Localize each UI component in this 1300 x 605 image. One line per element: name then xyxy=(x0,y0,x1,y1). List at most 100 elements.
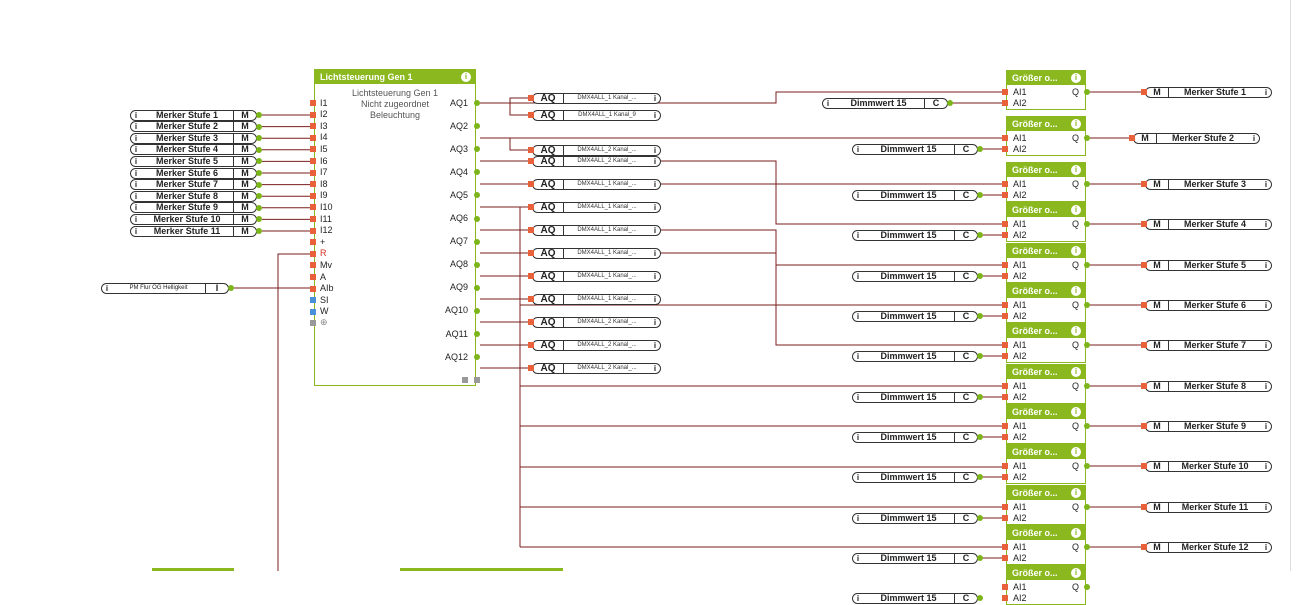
info-icon[interactable]: i xyxy=(1071,286,1081,296)
aq-input-pin[interactable] xyxy=(528,319,534,325)
info-icon[interactable]: i xyxy=(1071,447,1081,457)
merker-output-pin[interactable] xyxy=(1141,504,1147,510)
merker-input-pin[interactable] xyxy=(256,193,262,200)
info-icon[interactable]: i xyxy=(1071,528,1081,538)
main-input-pin[interactable] xyxy=(310,134,316,141)
merker-output-pin[interactable] xyxy=(1141,463,1147,469)
aq-input-pin[interactable] xyxy=(528,112,534,118)
add-input-pin[interactable] xyxy=(310,320,316,326)
compare-input-pin[interactable] xyxy=(1002,353,1008,359)
dimmwert-pin[interactable] xyxy=(977,232,983,238)
compare-block-header[interactable]: Größer o...i xyxy=(1007,405,1085,419)
compare-input-pin[interactable] xyxy=(1002,474,1008,480)
dimmwert-pin[interactable] xyxy=(947,100,953,106)
compare-block-10[interactable]: Größer o...i xyxy=(1006,444,1086,484)
brightness-input-pin[interactable] xyxy=(228,285,234,291)
merker-output-pin[interactable] xyxy=(1141,383,1147,389)
merker-input-pin[interactable] xyxy=(256,228,262,234)
merker-input-pin[interactable] xyxy=(256,158,262,165)
compare-block-3[interactable]: Größer o...i xyxy=(1006,162,1086,202)
compare-block-header[interactable]: Größer o...i xyxy=(1007,324,1085,338)
compare-input-pin[interactable] xyxy=(1002,544,1008,550)
main-input-pin[interactable] xyxy=(310,100,316,106)
main-input-pin[interactable] xyxy=(310,192,316,199)
aq-input-pin[interactable] xyxy=(528,365,534,371)
compare-input-pin[interactable] xyxy=(1002,463,1008,469)
add-input-icon[interactable]: ⊕ xyxy=(320,317,328,327)
merker-output-pin[interactable] xyxy=(1141,342,1147,348)
main-input-pin[interactable] xyxy=(310,274,316,280)
merker-output-pin[interactable] xyxy=(1141,423,1147,429)
main-output-pin[interactable] xyxy=(474,100,480,106)
compare-output-pin[interactable] xyxy=(1084,221,1090,227)
main-output-pin[interactable] xyxy=(474,284,480,291)
compare-output-pin[interactable] xyxy=(1084,463,1090,469)
compare-input-pin[interactable] xyxy=(1002,232,1008,238)
aq-input-pin[interactable] xyxy=(528,296,534,302)
compare-output-pin[interactable] xyxy=(1084,383,1090,389)
aq-input-pin[interactable] xyxy=(528,227,534,233)
compare-input-pin[interactable] xyxy=(1002,146,1008,152)
aq-input-pin[interactable] xyxy=(528,147,534,153)
compare-block-11[interactable]: Größer o...i xyxy=(1006,485,1086,525)
main-input-pin[interactable] xyxy=(310,285,316,292)
merker-input-pin[interactable] xyxy=(256,123,262,130)
aq-input-pin[interactable] xyxy=(528,273,534,279)
dimmwert-pin[interactable] xyxy=(977,192,983,198)
merker-output-pin[interactable] xyxy=(1141,262,1147,268)
main-input-pin[interactable] xyxy=(310,123,316,130)
compare-block-5[interactable]: Größer o...i xyxy=(1006,243,1086,283)
main-output-pin[interactable] xyxy=(474,238,480,245)
compare-input-pin[interactable] xyxy=(1002,181,1008,187)
main-output-pin[interactable] xyxy=(474,261,480,268)
dimmwert-pin[interactable] xyxy=(977,595,983,601)
compare-input-pin[interactable] xyxy=(1002,584,1008,590)
aq-input-pin[interactable] xyxy=(528,250,534,256)
info-icon[interactable]: i xyxy=(1071,367,1081,377)
merker-input-pin[interactable] xyxy=(256,181,262,188)
info-icon[interactable]: i xyxy=(1071,119,1081,129)
compare-input-pin[interactable] xyxy=(1002,262,1008,268)
compare-input-pin[interactable] xyxy=(1002,423,1008,429)
dimmwert-pin[interactable] xyxy=(977,353,983,359)
compare-block-header[interactable]: Größer o...i xyxy=(1007,566,1085,580)
compare-output-pin[interactable] xyxy=(1084,262,1090,268)
compare-output-pin[interactable] xyxy=(1084,181,1090,187)
compare-input-pin[interactable] xyxy=(1002,302,1008,308)
main-input-pin[interactable] xyxy=(310,111,316,118)
info-icon[interactable]: i xyxy=(461,72,471,82)
merker-output-pin[interactable] xyxy=(1141,544,1147,550)
info-icon[interactable]: i xyxy=(1071,568,1081,578)
dimmwert-pin[interactable] xyxy=(977,474,983,480)
compare-input-pin[interactable] xyxy=(1002,273,1008,279)
compare-block-8[interactable]: Größer o...i xyxy=(1006,364,1086,404)
compare-output-pin[interactable] xyxy=(1084,89,1090,95)
compare-output-pin[interactable] xyxy=(1084,584,1090,590)
compare-block-header[interactable]: Größer o...i xyxy=(1007,117,1085,131)
main-input-pin[interactable] xyxy=(310,308,316,315)
compare-block-2[interactable]: Größer o...i xyxy=(1006,116,1086,156)
info-icon[interactable]: i xyxy=(1071,326,1081,336)
